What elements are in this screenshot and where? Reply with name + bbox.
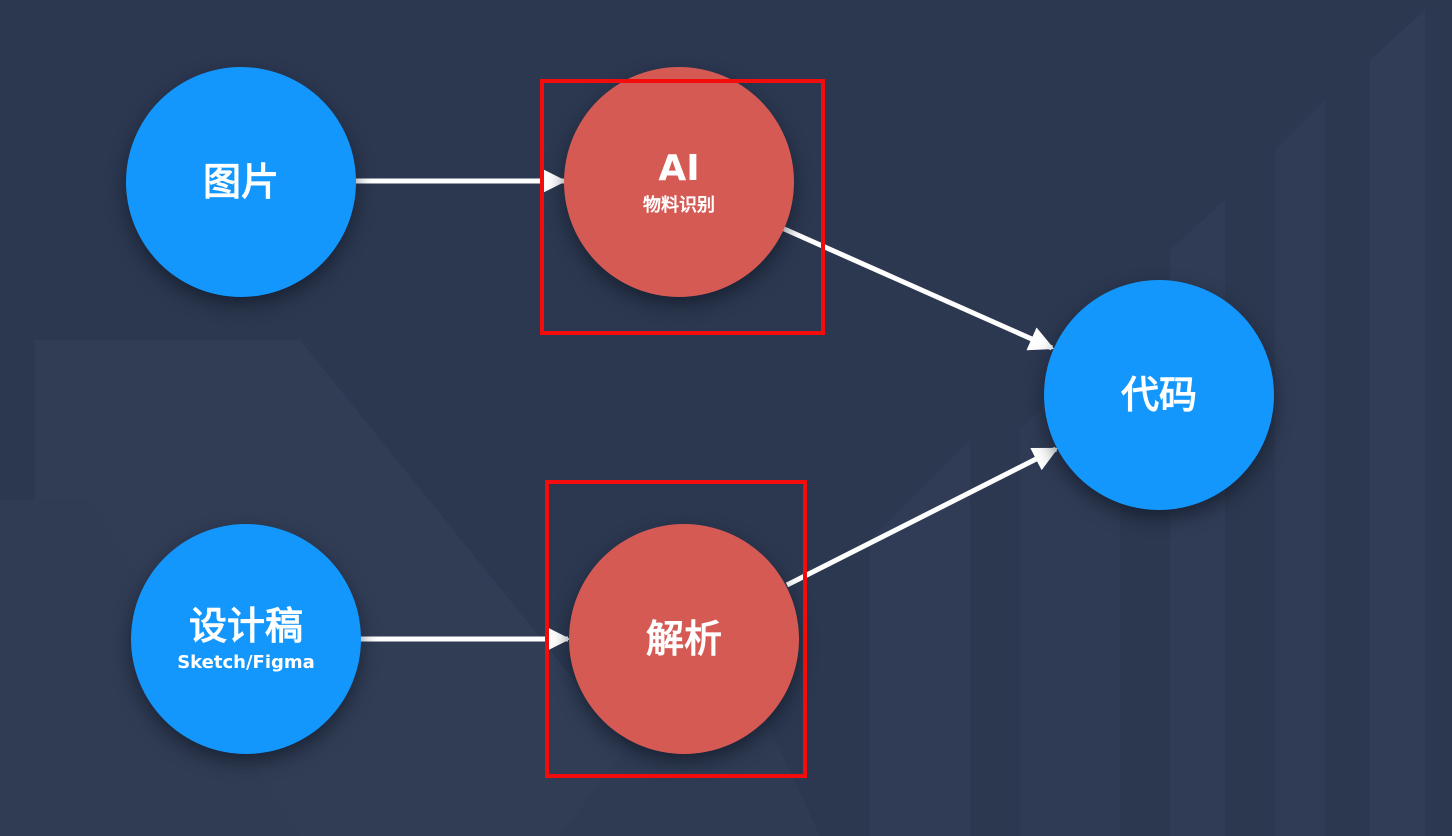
bg-bar-1	[870, 440, 970, 836]
node-ai-recognition: AI 物料识别	[564, 67, 794, 297]
node-parse-label: 解析	[645, 617, 722, 661]
node-ai-sublabel: 物料识别	[643, 195, 715, 216]
node-image-label: 图片	[202, 160, 279, 204]
node-design: 设计稿 Sketch/Figma	[131, 524, 361, 754]
node-design-label: 设计稿	[188, 604, 303, 648]
node-code: 代码	[1044, 280, 1274, 510]
node-parse: 解析	[569, 524, 799, 754]
node-ai-label: AI	[658, 148, 700, 189]
edge-parse-to-code	[785, 446, 1059, 588]
node-design-sublabel: Sketch/Figma	[177, 652, 315, 673]
bg-bar-5	[1370, 10, 1425, 836]
highlight-box-parse	[545, 480, 807, 778]
node-image: 图片	[126, 67, 356, 297]
highlight-box-ai	[540, 79, 825, 335]
bg-bar-4	[1275, 100, 1325, 836]
edge-ai-to-code	[780, 225, 1055, 351]
node-code-label: 代码	[1120, 373, 1197, 417]
